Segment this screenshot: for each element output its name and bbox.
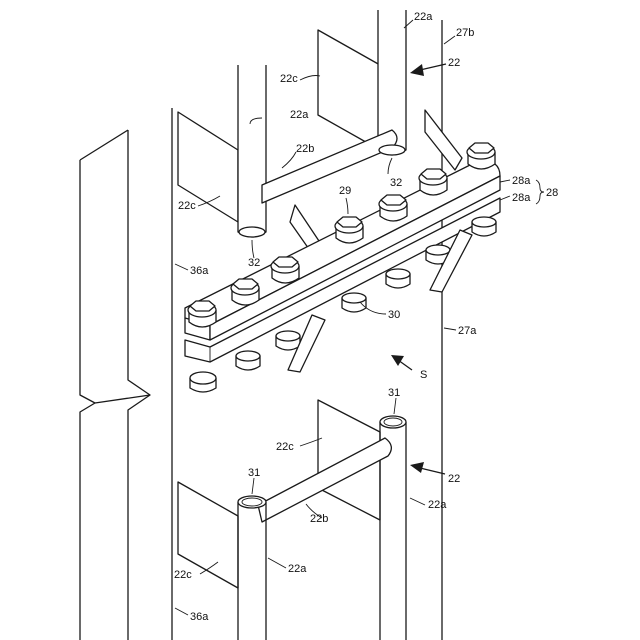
label-22a-lower-right: 22a — [428, 499, 447, 511]
bolt-29-c — [271, 257, 299, 283]
nut-30-b — [236, 351, 260, 370]
label-22c-lower: 22c — [276, 441, 294, 453]
lower-bracket-22 — [178, 400, 406, 640]
brace-28 — [536, 180, 544, 204]
label-32-left: 32 — [248, 257, 260, 269]
bolt-29-b — [231, 279, 259, 305]
label-22b-top: 22b — [296, 143, 314, 155]
nut-30-c — [276, 331, 300, 350]
label-30: 30 — [388, 309, 400, 321]
label-22c-bottom: 22c — [174, 569, 192, 581]
label-36a-bottom: 36a — [190, 611, 209, 623]
bolt-29-f — [419, 169, 447, 195]
label-22-lower: 22 — [448, 473, 460, 485]
bolt-29-e — [379, 195, 407, 221]
bolt-29-g — [467, 143, 495, 169]
nut-30-a — [190, 372, 216, 392]
nut-30-g — [472, 217, 496, 236]
bolt-29-a — [188, 301, 216, 327]
label-27a: 27a — [458, 325, 477, 337]
label-22c-top: 22c — [280, 73, 298, 85]
nut-30-d — [342, 293, 366, 312]
label-28a-lower: 28a — [512, 192, 531, 204]
nut-30-e — [386, 269, 410, 288]
column-36a — [80, 108, 172, 640]
label-31-right: 31 — [388, 387, 400, 399]
label-27b: 27b — [456, 27, 474, 39]
label-22a-mid: 22a — [290, 109, 309, 121]
bolt-29-d — [335, 217, 363, 243]
label-S: S — [420, 369, 427, 381]
label-31-left: 31 — [248, 467, 260, 479]
label-28: 28 — [546, 187, 558, 199]
label-22c-left: 22c — [178, 200, 196, 212]
label-22b-lower: 22b — [310, 513, 328, 525]
label-36a-top: 36a — [190, 265, 209, 277]
label-22-top: 22 — [448, 57, 460, 69]
arrow-22-top — [410, 64, 446, 76]
label-32-right: 32 — [390, 177, 402, 189]
label-22a-top: 22a — [414, 11, 433, 23]
label-29: 29 — [339, 185, 351, 197]
label-22a-bottom: 22a — [288, 563, 307, 575]
arrow-S — [391, 355, 412, 370]
arrow-22-bottom — [410, 462, 445, 474]
label-28a-upper: 28a — [512, 175, 531, 187]
